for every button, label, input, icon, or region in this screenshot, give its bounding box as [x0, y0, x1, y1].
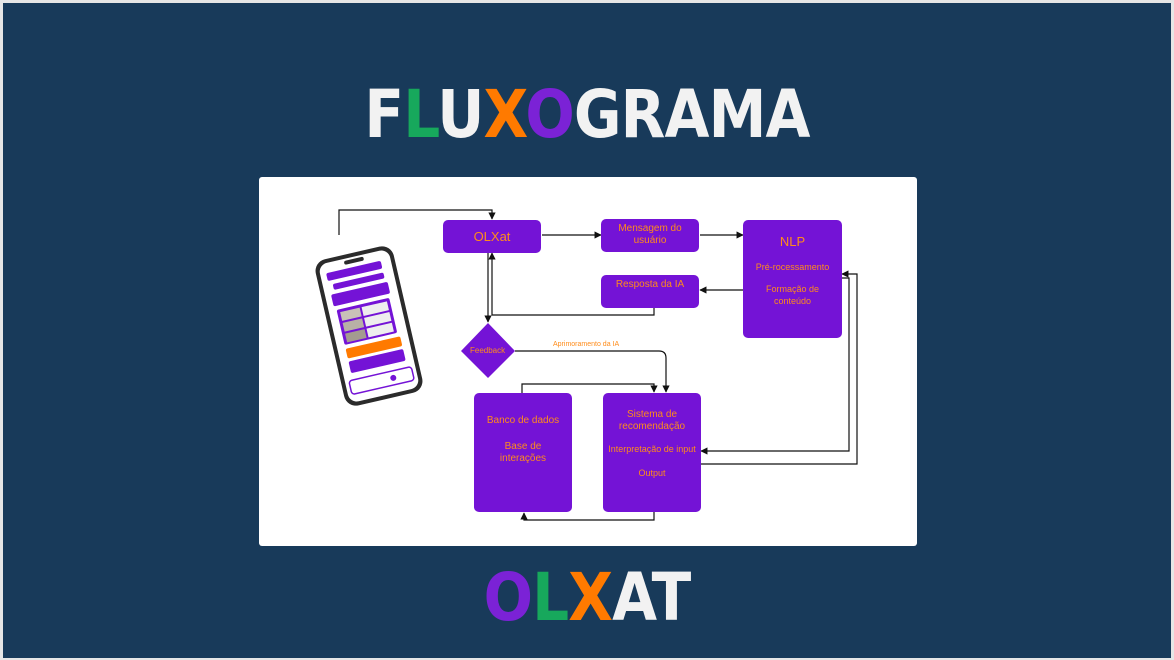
title-letter: F [364, 76, 404, 153]
mensagem-node: Mensagem do usuário [601, 219, 699, 252]
resposta-node-label: Resposta da IA [615, 279, 685, 290]
sistema-node-line2: Output [638, 468, 666, 478]
brand-logo-text: OLXAT [73, 558, 1101, 638]
slide-title: FLUXOGRAMA [73, 75, 1101, 155]
slide: FLUXOGRAMA [3, 3, 1171, 658]
connectors [338, 209, 858, 521]
phone-mockup [315, 246, 423, 406]
sistema-node: Sistema de recomendação Interpretação de… [603, 393, 701, 512]
banco-node: Banco de dados Base de interações [474, 393, 572, 512]
aprimoramento-label: Aprimoramento da IA [553, 341, 620, 348]
banco-node-title: Banco de dados [486, 415, 560, 426]
brand-letter: AT [612, 559, 691, 636]
title-letter: O [525, 76, 574, 153]
nlp-node-line1: Pré-rocessamento [755, 262, 830, 272]
banco-node-line1: Base de interações [499, 441, 547, 464]
sistema-node-line1: Interpretação de input [608, 444, 696, 454]
nlp-node-title: NLP [779, 234, 806, 249]
resposta-node: Resposta da IA [601, 275, 699, 308]
brand-letter: X [568, 559, 613, 636]
nlp-node: NLP Pré-rocessamento Formação de conteúd… [743, 220, 842, 338]
olxat-node-label: OLXat [473, 229, 511, 244]
feedback-label: Feedback [470, 346, 506, 355]
nlp-node-line2: Formação de conteúdo [765, 284, 820, 306]
sistema-node-title: Sistema de recomendação [618, 409, 686, 432]
title-letter: U [437, 76, 484, 153]
flowchart-canvas: Feedback Aprimoramento da IA OLXat Mensa… [259, 177, 917, 546]
brand-letter: O [483, 559, 533, 636]
brand-letter: L [532, 559, 569, 636]
mensagem-node-label: Mensagem do usuário [618, 223, 682, 246]
title-letter: L [403, 76, 438, 153]
olxat-node: OLXat [443, 220, 541, 253]
title-letter: GRAMA [573, 76, 811, 153]
title-letter: X [483, 76, 527, 153]
